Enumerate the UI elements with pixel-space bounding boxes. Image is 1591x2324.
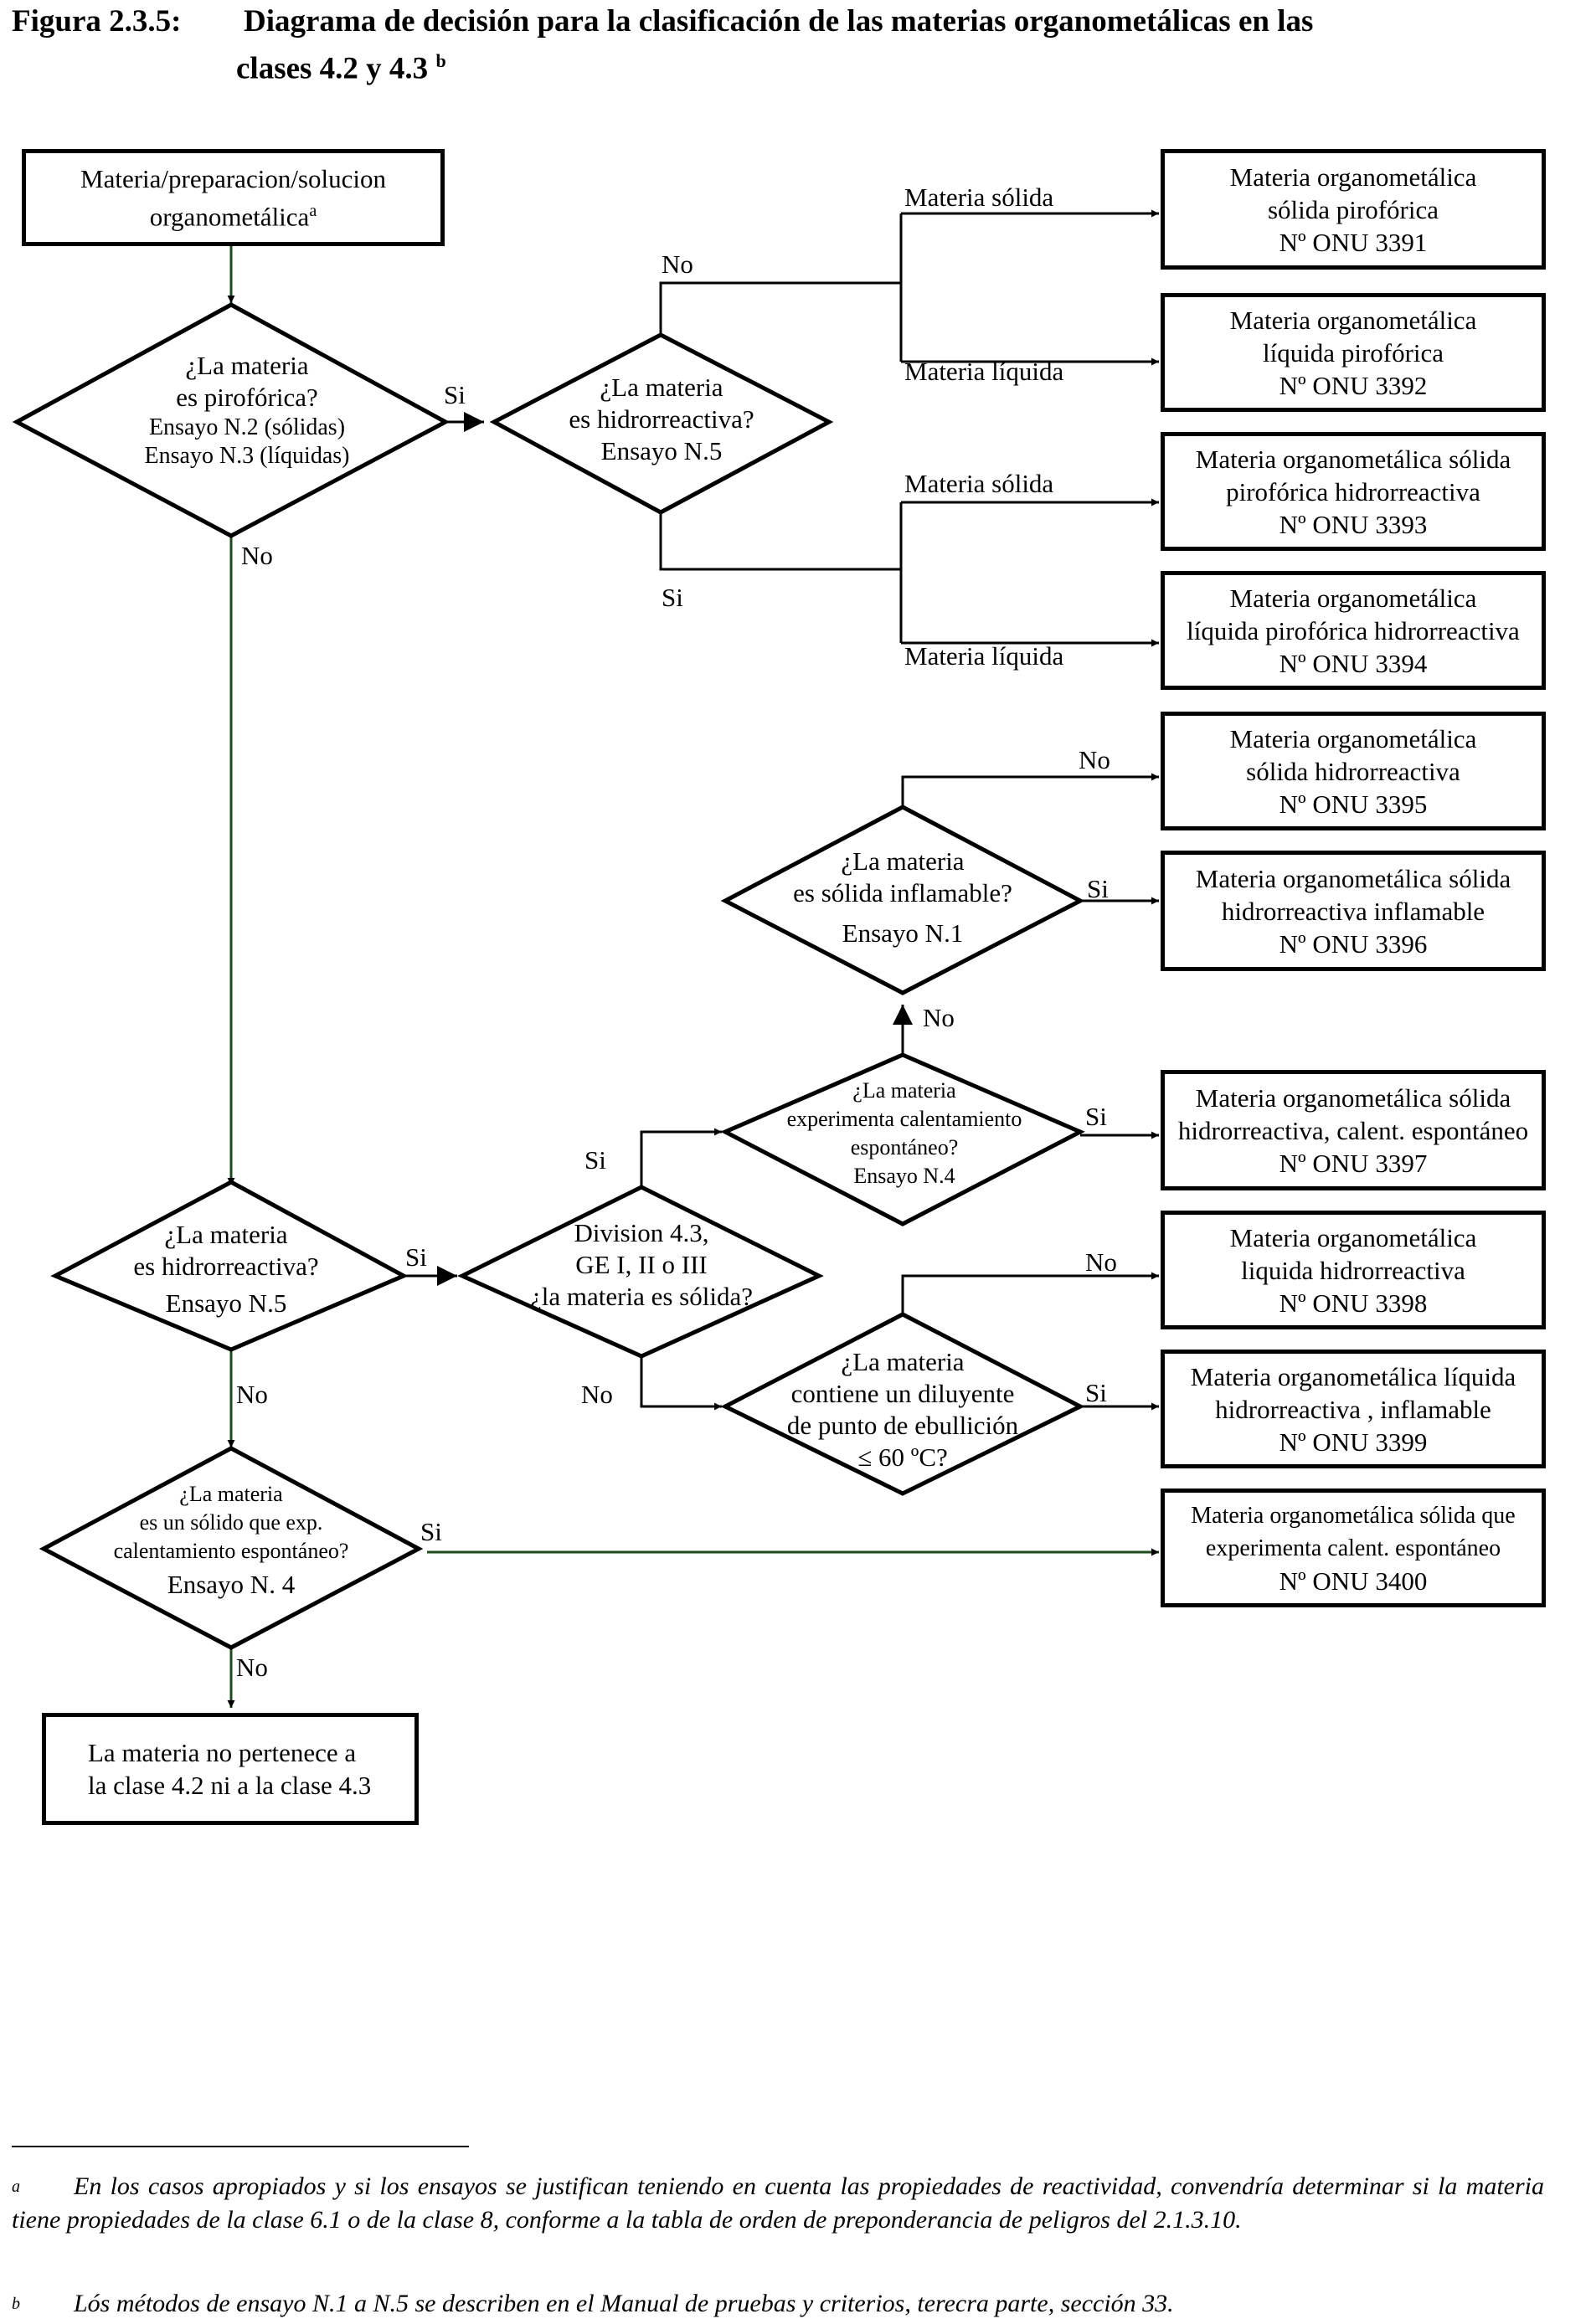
waterreactive-a-question: ¿La materia es hidrorreactiva? Ensayo N.…	[569, 373, 754, 465]
division-question: Division 4.3, GE I, II o III ¿la materia…	[530, 1218, 753, 1311]
flammable-solid-question: ¿La materia es sólida inflamable? Ensayo…	[793, 846, 1012, 948]
selfheating-solid-question: ¿La materia es un sólido que exp. calent…	[113, 1482, 349, 1599]
label-waterreactive-a-no: No	[662, 249, 693, 279]
diamond-selfheating-a	[720, 1052, 1085, 1226]
footnote-rule	[12, 2146, 469, 2147]
figure-number: Figura 2.3.5:	[12, 4, 182, 39]
start-box: Materia/preparacion/solucion organometál…	[22, 149, 445, 246]
label-division-no: No	[581, 1380, 613, 1409]
label-selfheating-a-no: No	[923, 1003, 955, 1032]
label-division-yes: Si	[584, 1145, 606, 1175]
label-flammable-yes: Si	[1087, 874, 1109, 903]
waterreactive-b-question: ¿La materia es hidrorreactiva? Ensayo N.…	[133, 1220, 319, 1318]
diamond-flammable-solid	[720, 805, 1085, 995]
diamond-waterreactive-b	[50, 1180, 409, 1352]
label-diluent-no: No	[1085, 1247, 1117, 1277]
label-solid-1: Materia sólida	[904, 183, 1054, 212]
start-line2: organometálicaa	[149, 201, 317, 232]
label-pyrophoric-no: No	[241, 541, 273, 570]
label-waterreactive-a-yes: Si	[662, 583, 683, 612]
diamond-selfheating-solid	[39, 1446, 424, 1650]
figure-title-line2: clases 4.2 y 4.3 b	[236, 50, 446, 86]
label-flammable-no: No	[1079, 745, 1110, 774]
figure-title-line1: Diagrama de decisión para la clasificaci…	[244, 4, 1314, 39]
label-pyrophoric-yes: Si	[444, 380, 466, 409]
diamond-pyrophoric	[12, 302, 451, 538]
label-selfheating-a-yes: Si	[1085, 1102, 1107, 1131]
label-waterreactive-b-yes: Si	[405, 1242, 427, 1272]
outcome-box-3398: Materia organometálica liquida hidrorrea…	[1161, 1211, 1546, 1329]
label-waterreactive-b-no: No	[236, 1380, 268, 1409]
diamond-diluent	[720, 1312, 1085, 1496]
label-selfheating-solid-no: No	[236, 1653, 268, 1682]
label-diluent-yes: Si	[1085, 1378, 1107, 1407]
label-liquid-1: Materia líquida	[904, 357, 1064, 386]
selfheating-a-question: ¿La materia experimenta calentamiento es…	[786, 1078, 1022, 1188]
label-solid-2: Materia sólida	[904, 469, 1054, 498]
label-selfheating-solid-yes: Si	[420, 1517, 442, 1546]
start-line1: Materia/preparacion/solucion	[80, 163, 386, 193]
diluent-question: ¿La materia contiene un diluyente de pun…	[786, 1347, 1019, 1472]
pyrophoric-question: ¿La materia es pirofórica? Ensayo N.2 (s…	[144, 351, 350, 469]
label-liquid-2: Materia líquida	[904, 641, 1064, 671]
